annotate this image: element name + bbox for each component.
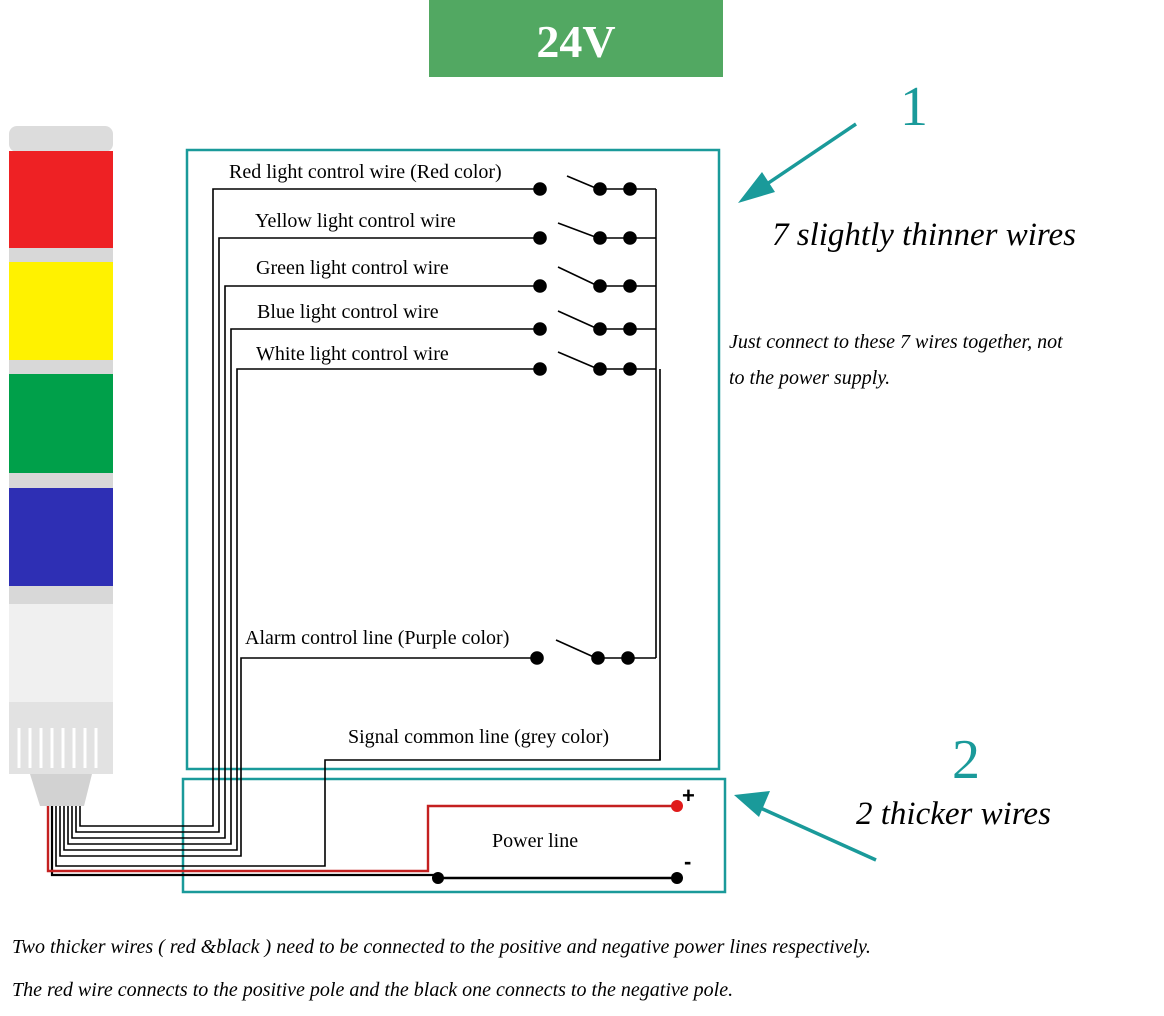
tower-divider <box>9 360 113 374</box>
callout-two-arrow <box>734 791 877 862</box>
wire-label-red: Red light control wire (Red color) <box>229 161 502 183</box>
tower-divider <box>9 473 113 488</box>
tower-divider <box>9 586 113 604</box>
note-line-1: Just connect to these 7 wires together, … <box>729 331 1063 353</box>
tower-base-ribs <box>17 728 98 768</box>
red-power-wire <box>46 804 675 873</box>
positive-terminal <box>671 800 683 812</box>
tower-white-segment <box>9 604 113 702</box>
footer-line-2: The red wire connects to the positive po… <box>12 979 733 1001</box>
header-title: 24V <box>536 16 615 67</box>
note-line-2: to the power supply. <box>729 367 890 389</box>
tower-blue-segment <box>9 488 113 586</box>
tower-cap <box>9 126 113 152</box>
tower-connector <box>30 774 92 806</box>
common-bus <box>630 188 661 760</box>
tower-green-segment <box>9 374 113 473</box>
wire-label-common: Signal common line (grey color) <box>348 726 609 748</box>
control-wires-box <box>185 148 721 771</box>
tower-red-segment <box>9 151 113 248</box>
callout-one-number: 1 <box>900 76 928 138</box>
plus-sign: + <box>682 783 695 808</box>
wire-label-yellow: Yellow light control wire <box>255 210 456 232</box>
signal-tower <box>9 126 113 806</box>
tower-divider <box>9 248 113 262</box>
wire-label-green: Green light control wire <box>256 257 449 279</box>
header-banner <box>429 0 723 77</box>
power-line-label: Power line <box>492 830 578 852</box>
callout-two-number: 2 <box>952 729 980 791</box>
power-wires-box <box>181 777 727 894</box>
switches <box>530 175 637 665</box>
wire-label-blue: Blue light control wire <box>257 301 439 323</box>
tower-yellow-segment <box>9 262 113 360</box>
wire-label-alarm: Alarm control line (Purple color) <box>245 627 509 649</box>
minus-sign: - <box>684 849 691 874</box>
cable-bundle <box>50 188 661 877</box>
footer-line-1: Two thicker wires ( red &black ) need to… <box>12 936 871 958</box>
callout-two-text: 2 thicker wires <box>856 796 1051 832</box>
callout-one-arrow <box>738 122 857 203</box>
wire-label-white: White light control wire <box>256 343 449 365</box>
callout-one-text: 7 slightly thinner wires <box>772 217 1076 253</box>
